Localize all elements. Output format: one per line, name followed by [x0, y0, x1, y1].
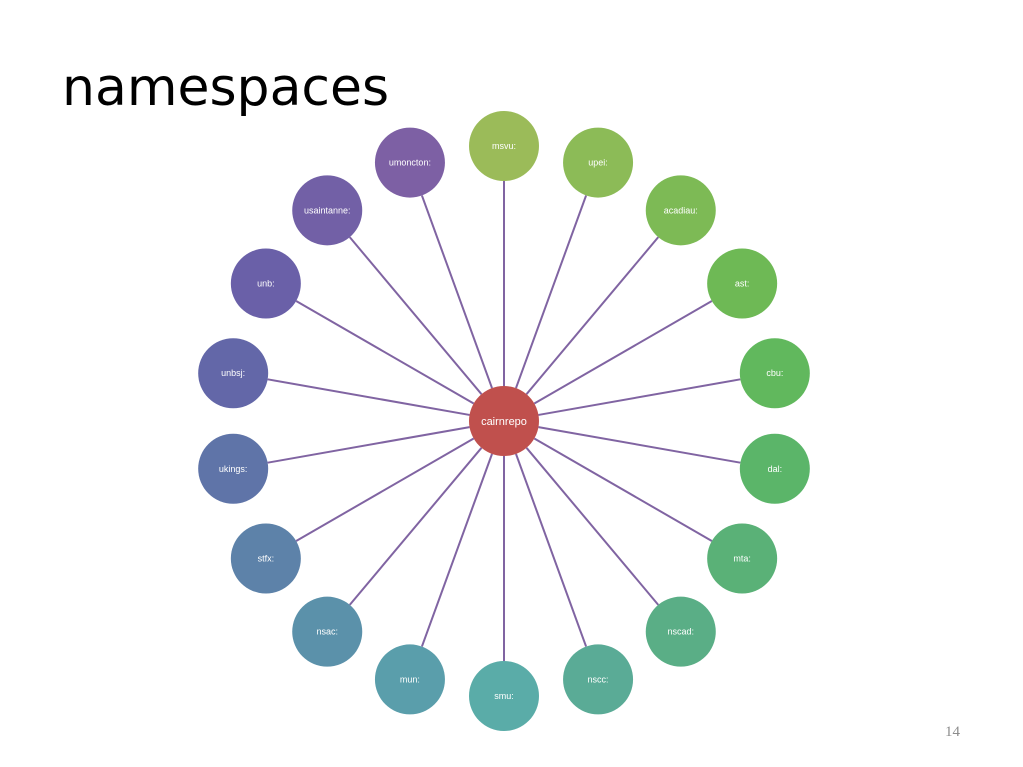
connector-nscad: [525, 447, 660, 606]
node-circle: [374, 644, 445, 715]
connector-mun: [420, 453, 493, 647]
node-group: msvu: upei: acadiau: ast: cbu: dal: mta: nscad:…: [198, 111, 810, 731]
node-circle: [292, 175, 363, 246]
slide-title: namespaces: [62, 58, 390, 118]
namespace-node-cbu: cbu:: [739, 338, 810, 409]
connector-unbsj: [267, 378, 470, 416]
node-label: ast:: [735, 279, 750, 289]
node-circle: [292, 596, 363, 667]
node-label: cbu:: [766, 368, 783, 378]
namespace-node-upei: upei:: [563, 127, 634, 198]
namespace-node-acadiau: acadiau:: [645, 175, 716, 246]
connector-mta: [533, 437, 713, 542]
namespace-node-mta: mta:: [707, 523, 778, 594]
node-label: upei:: [588, 158, 608, 168]
node-label: nscc:: [588, 674, 609, 684]
node-label: mta:: [733, 554, 751, 564]
node-circle: [230, 248, 301, 319]
node-label: stfx:: [258, 554, 275, 564]
namespace-node-unbsj: unbsj:: [198, 338, 269, 409]
namespace-node-nsac: nsac:: [292, 596, 363, 667]
namespace-node-ast: ast:: [707, 248, 778, 319]
node-circle: [739, 338, 810, 409]
node-circle: [645, 596, 716, 667]
namespace-node-usaintanne: usaintanne:: [292, 175, 363, 246]
node-label: msvu:: [492, 141, 516, 151]
hub-label: cairnrepo: [481, 416, 527, 428]
namespace-node-umoncton: umoncton:: [374, 127, 445, 198]
namespace-node-ukings: ukings:: [198, 433, 269, 504]
node-circle: [645, 175, 716, 246]
node-circle: [739, 433, 810, 504]
node-circle: [707, 248, 778, 319]
namespace-node-nscad: nscad:: [645, 596, 716, 667]
connector-acadiau: [525, 236, 660, 395]
namespace-node-stfx: stfx:: [230, 523, 301, 594]
node-label: dal:: [768, 464, 783, 474]
node-circle: [469, 111, 539, 181]
node-circle: [374, 127, 445, 198]
node-circle: [563, 644, 634, 715]
node-circle: [469, 661, 539, 731]
connector-umoncton: [420, 195, 493, 389]
hub-group: cairnrepo: [469, 386, 539, 456]
node-label: mun:: [400, 674, 420, 684]
node-circle: [230, 523, 301, 594]
node-label: nsac:: [316, 627, 338, 637]
connector-usaintanne: [348, 236, 483, 395]
connector-nsac: [348, 447, 483, 606]
node-label: nscad:: [668, 627, 695, 637]
node-label: smu:: [494, 691, 514, 701]
connector-cbu: [538, 378, 741, 416]
connector-unb: [295, 300, 475, 405]
node-circle: [563, 127, 634, 198]
node-circle: [707, 523, 778, 594]
namespace-node-unb: unb:: [230, 248, 301, 319]
node-label: ukings:: [219, 464, 248, 474]
node-label: unbsj:: [221, 368, 245, 378]
connector-upei: [515, 195, 588, 389]
namespace-node-smu: smu:: [469, 661, 539, 731]
connector-stfx: [295, 437, 475, 542]
namespace-node-nscc: nscc:: [563, 644, 634, 715]
namespace-node-dal: dal:: [739, 433, 810, 504]
namespace-node-msvu: msvu:: [469, 111, 539, 181]
connector-nscc: [515, 453, 588, 647]
connector-group: [267, 181, 741, 661]
namespace-node-mun: mun:: [374, 644, 445, 715]
page-number: 14: [945, 724, 960, 740]
node-circle: [198, 433, 269, 504]
connector-ast: [533, 300, 713, 405]
connector-ukings: [267, 426, 470, 464]
node-label: umoncton:: [389, 158, 431, 168]
node-label: usaintanne:: [304, 205, 351, 215]
node-circle: [198, 338, 269, 409]
hub-circle: [469, 386, 539, 456]
connector-dal: [538, 426, 741, 464]
node-label: acadiau:: [664, 205, 698, 215]
node-label: unb:: [257, 279, 275, 289]
